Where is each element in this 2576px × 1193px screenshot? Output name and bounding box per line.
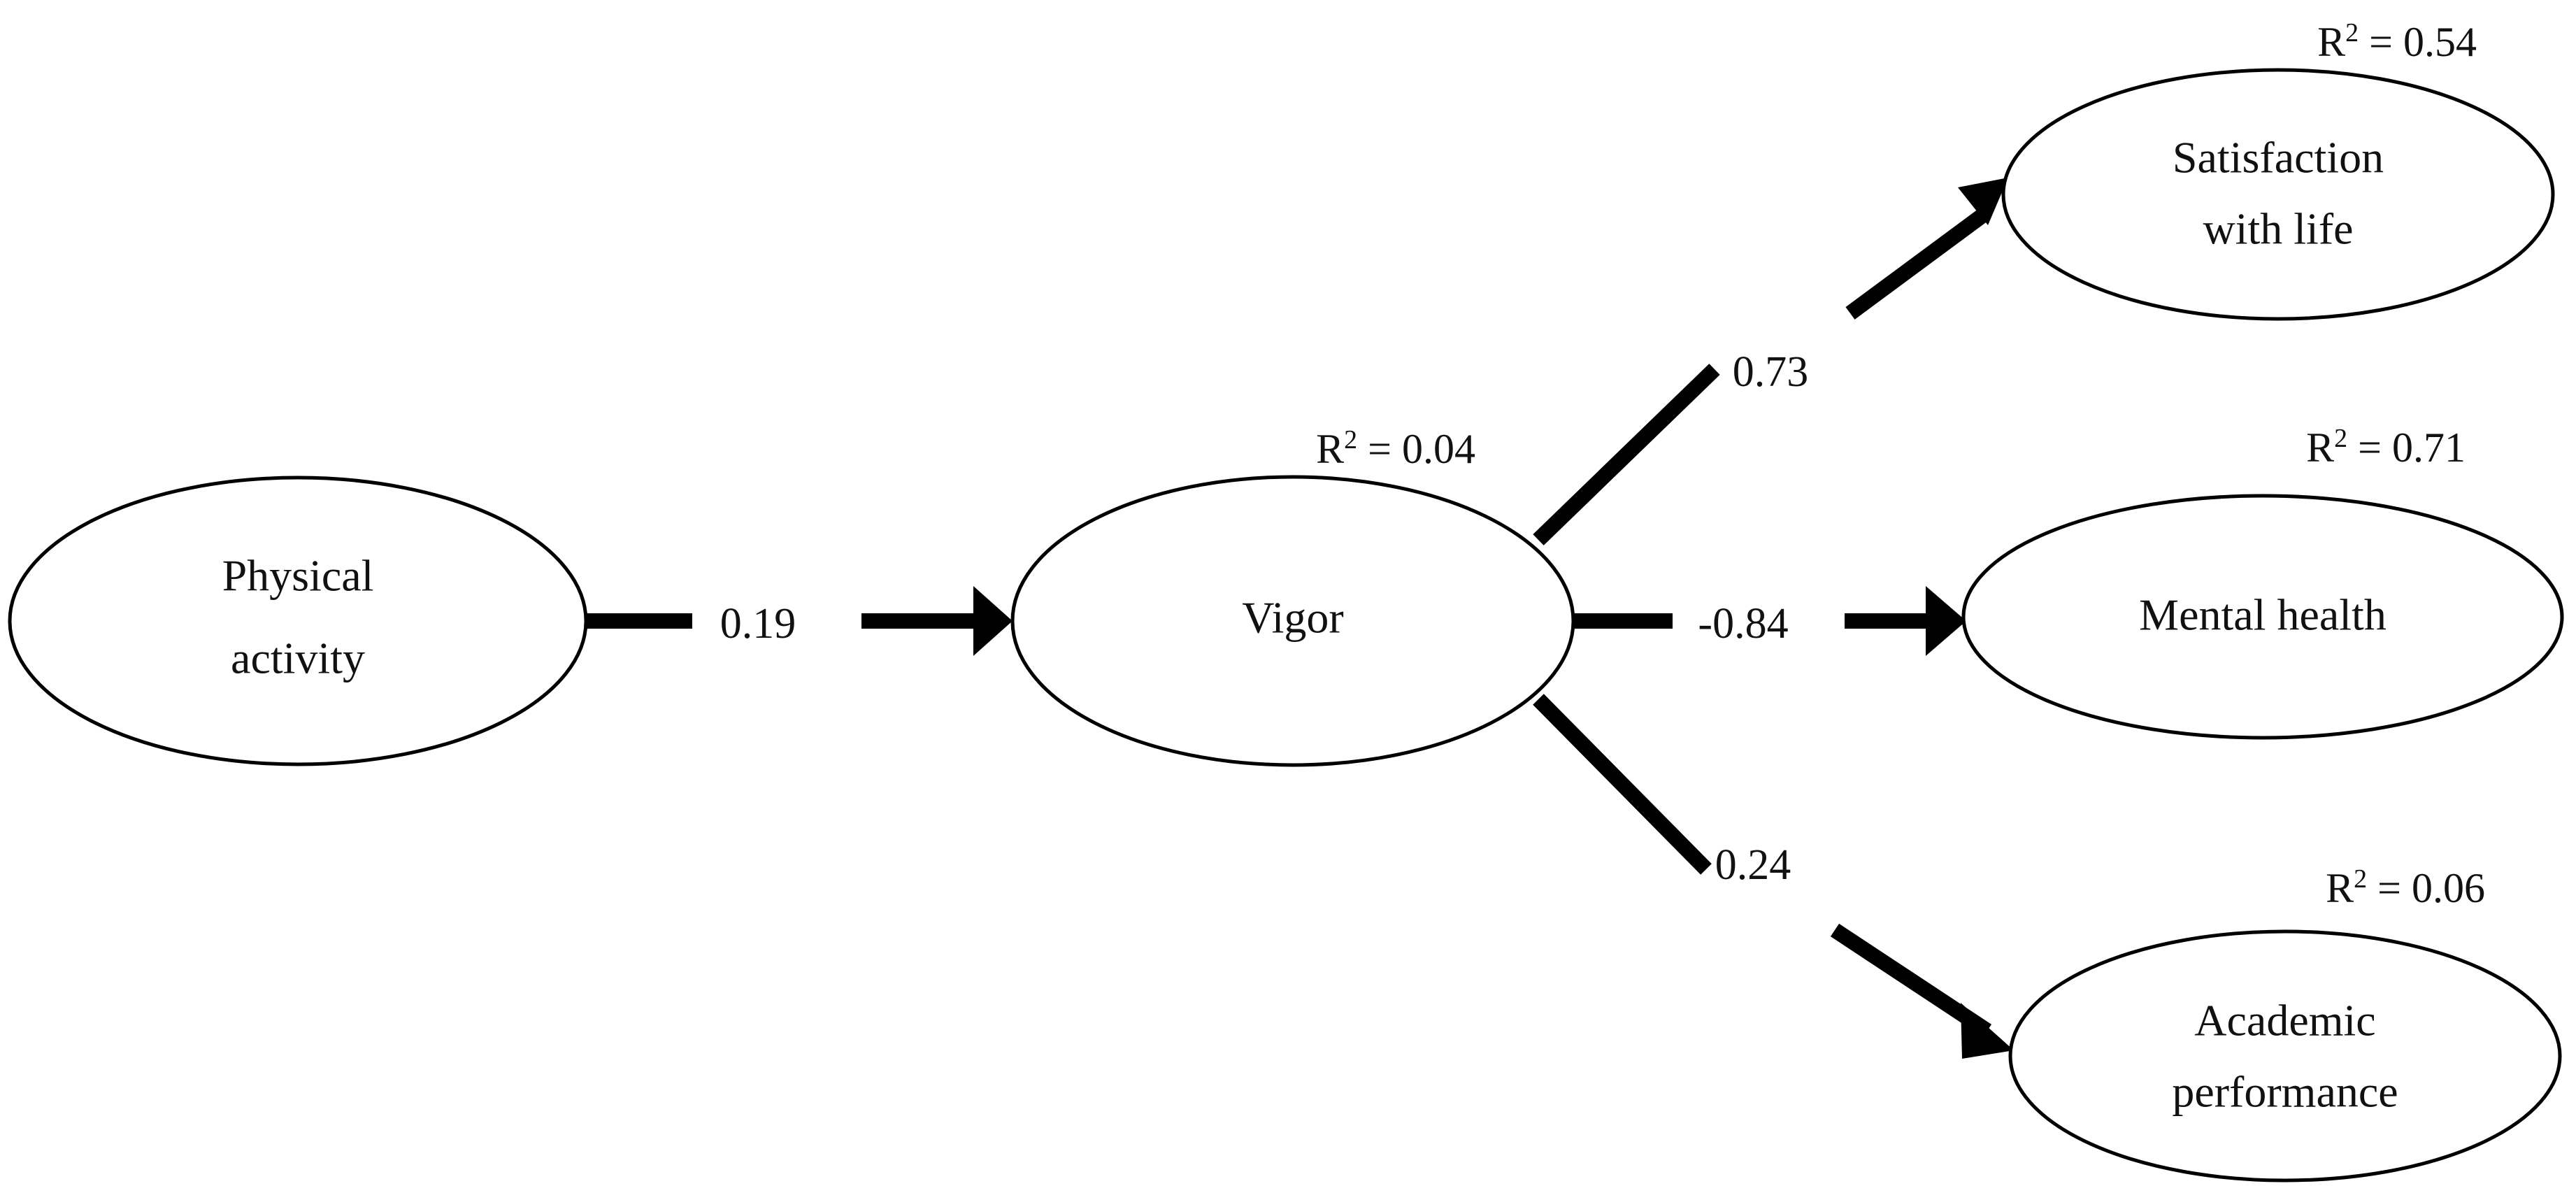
r2-prefix-academic: R [2326, 865, 2354, 911]
node-label-satisfaction-line1: Satisfaction [2173, 133, 2384, 183]
node-label-academic-line1: Academic [2194, 996, 2375, 1045]
r2-label-academic: R2 = 0.06 [2326, 864, 2485, 911]
node-label-mental-health: Mental health [2139, 590, 2387, 640]
node-ellipse-satisfaction-with-life[interactable] [2001, 68, 2555, 321]
edge-vigor-to-satisfaction [1533, 178, 2008, 545]
node-label-physical-activity-line1: Physical [222, 551, 374, 601]
r2-value-satisfaction: 0.54 [2403, 19, 2477, 65]
svg-text:R2 = 0.71: R2 = 0.71 [2306, 424, 2466, 471]
node-satisfaction-with-life[interactable]: Satisfaction with life [2001, 68, 2555, 321]
node-vigor[interactable]: Vigor [1010, 475, 1575, 767]
r2-prefix-satisfaction: R [2317, 19, 2345, 65]
arrow-head-icon-vigor-academic [1961, 1003, 2014, 1059]
node-physical-activity[interactable]: Physical activity [8, 476, 588, 766]
arrow-head-icon-vigor-satisfaction [1958, 178, 2008, 225]
arrow-head-icon-vigor-mh [1926, 586, 1966, 656]
r2-label-mental-health: R2 = 0.71 [2306, 424, 2466, 471]
path-coefficient-vigor-to-academic: 0.24 [1715, 841, 1791, 889]
r2-equals-satisfaction: = [2359, 19, 2403, 65]
r2-value-vigor: 0.04 [1402, 426, 1475, 472]
arrow-head-icon-pa-vigor [973, 586, 1012, 656]
edge-vigor-to-academic [1533, 694, 2014, 1059]
svg-text:R2 = 0.04: R2 = 0.04 [1316, 425, 1475, 472]
node-ellipse-mental-health[interactable] [1961, 494, 2564, 740]
r2-exponent-vigor: 2 [1344, 425, 1357, 455]
node-academic-performance[interactable]: Academic performance [2008, 929, 2562, 1183]
r2-label-satisfaction: R2 = 0.54 [2317, 18, 2477, 65]
node-mental-health[interactable]: Mental health [1961, 494, 2564, 740]
node-ellipse-academic-performance[interactable] [2008, 929, 2562, 1183]
r2-prefix-mental-health: R [2306, 424, 2334, 471]
r2-value-academic: 0.06 [2412, 865, 2485, 911]
node-label-academic-line2: performance [2172, 1067, 2398, 1117]
node-label-vigor: Vigor [1242, 593, 1343, 643]
r2-label-vigor: R2 = 0.04 [1316, 425, 1475, 472]
r2-value-mental-health: 0.71 [2392, 424, 2466, 471]
node-label-physical-activity-line2: activity [231, 634, 365, 683]
edge-shaft-vigor-academic-upper [1533, 694, 1712, 875]
svg-text:R2 = 0.54: R2 = 0.54 [2317, 18, 2477, 65]
r2-equals-vigor: = [1357, 426, 1402, 472]
path-coefficient-vigor-to-satisfaction: 0.73 [1733, 348, 1809, 396]
svg-text:R2 = 0.06: R2 = 0.06 [2326, 864, 2485, 911]
edge-physical-activity-to-vigor [586, 586, 1012, 656]
edge-shaft-vigor-satisfaction-upper [1845, 208, 1989, 320]
path-coefficient-pa-to-vigor: 0.19 [720, 600, 796, 648]
r2-equals-mental-health: = [2347, 424, 2392, 471]
edge-vigor-to-mental-health [1561, 586, 1966, 656]
r2-exponent-mental-health: 2 [2334, 424, 2347, 453]
node-label-satisfaction-line2: with life [2203, 204, 2353, 254]
path-coefficient-vigor-to-mental-health: -0.84 [1698, 600, 1788, 648]
r2-exponent-satisfaction: 2 [2345, 18, 2359, 48]
edge-shaft-vigor-satisfaction-lower [1533, 364, 1720, 545]
node-ellipse-vigor[interactable] [1010, 475, 1575, 767]
r2-exponent-academic: 2 [2354, 864, 2367, 894]
node-ellipse-physical-activity[interactable] [8, 476, 588, 766]
r2-prefix-vigor: R [1316, 426, 1344, 472]
r2-equals-academic: = [2367, 865, 2412, 911]
